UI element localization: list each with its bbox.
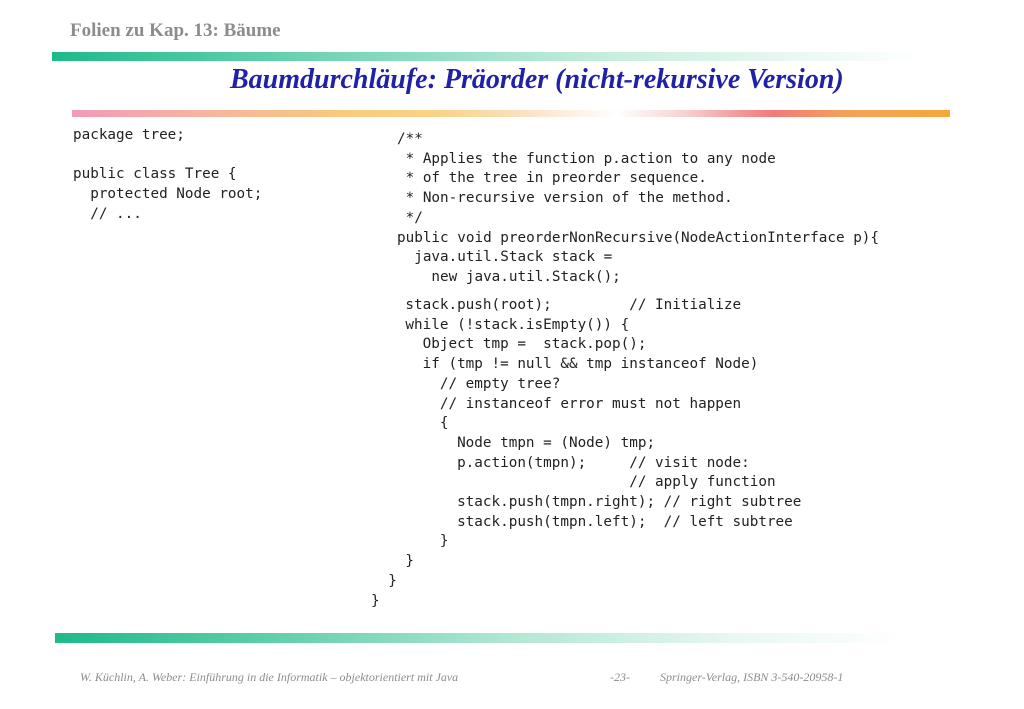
footer-publisher: Springer-Verlag, ISBN 3-540-20958-1	[660, 670, 844, 684]
footer-page-number: -23-	[610, 670, 630, 684]
class-declaration-code: package tree; public class Tree { protec…	[73, 127, 263, 222]
footer-citation: W. Küchlin, A. Weber: Einführung in die …	[80, 670, 459, 684]
method-body-code: stack.push(root); // Initialize while (!…	[371, 297, 802, 609]
method-header-code: /** * Applies the function p.action to a…	[397, 131, 880, 285]
chapter-title: Folien zu Kap. 13: Bäume	[70, 20, 281, 41]
title-underline-bar	[72, 110, 950, 117]
top-gradient-bar	[52, 52, 920, 61]
bottom-gradient-bar	[55, 633, 905, 643]
slide-title: Baumdurchläufe: Präorder (nicht-rekursiv…	[230, 64, 844, 95]
